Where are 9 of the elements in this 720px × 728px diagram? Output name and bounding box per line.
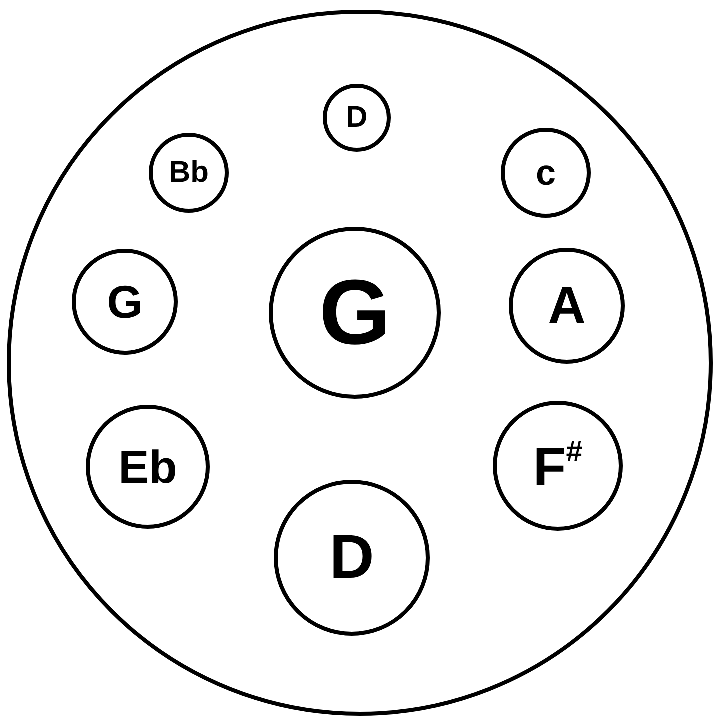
note-name: G [107, 279, 143, 325]
note-name: c [536, 155, 556, 191]
note-name: F$^{#}$ [533, 438, 583, 494]
note-name: D [330, 527, 374, 589]
note-name: A [548, 280, 586, 332]
note-name: D [346, 103, 368, 133]
note-name: Bb [169, 158, 209, 188]
note-name: G [319, 267, 391, 359]
note-name: Eb [118, 444, 178, 490]
